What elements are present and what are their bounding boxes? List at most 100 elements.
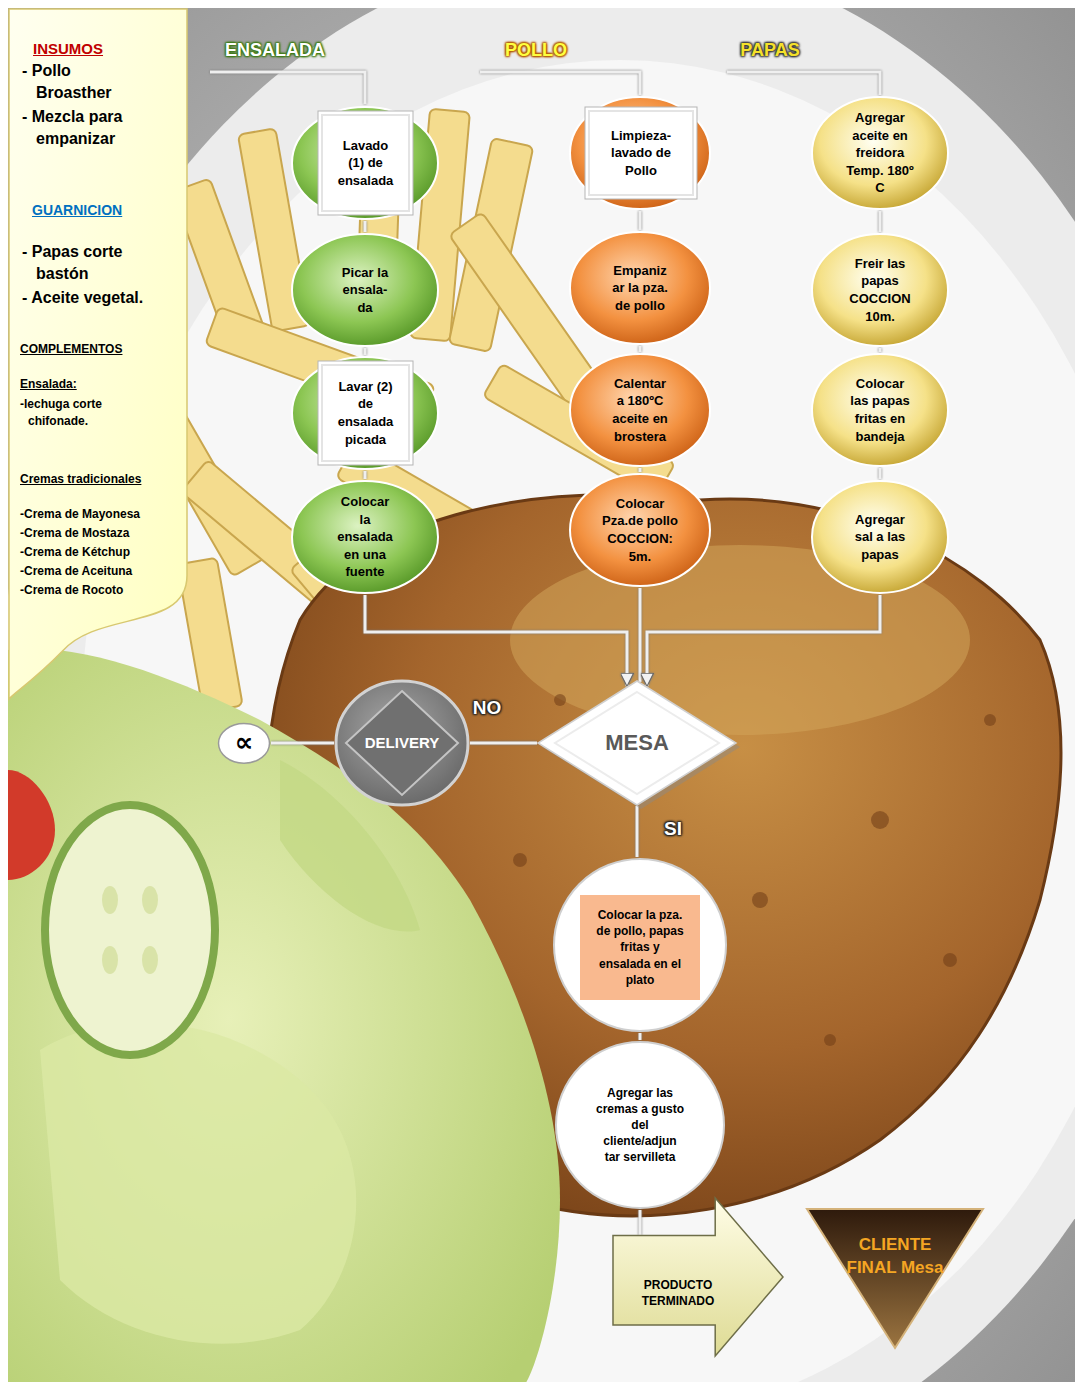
flow-connector: [879, 211, 882, 232]
flow-connector: [639, 588, 642, 682]
decision-diamond: MESA: [537, 680, 737, 806]
flow-connector: [647, 595, 880, 686]
node-text: Colocar Pza.de pollo COCCION: 5m.: [602, 495, 678, 565]
text-panel: [318, 361, 413, 465]
column-bracket: [727, 72, 880, 95]
salad: [8, 648, 560, 1382]
diamond-outline: [538, 681, 736, 805]
node-label: Agregar sal a las papas: [846, 511, 914, 564]
node-label: Agregar las cremas a gusto del cliente/a…: [595, 1085, 685, 1166]
circle-outline: [570, 232, 710, 344]
node-text: Agregar las cremas a gusto del cliente/a…: [595, 1085, 685, 1166]
node-text: Colocar la ensalada en una fuente: [334, 493, 396, 581]
text-panel: [580, 895, 700, 1000]
node-label: Freir las papas COCCION 10m.: [846, 255, 914, 325]
text-panel-bevel: [322, 115, 409, 211]
fried-chicken: [513, 853, 527, 867]
node-text: DELIVERY: [354, 733, 450, 753]
node-text: Agregar aceite en freidora Temp. 180º C: [846, 109, 914, 197]
plate: [8, 8, 1075, 1382]
flow-connector: [364, 221, 367, 232]
circle-outline: [570, 354, 710, 466]
text-panel-bevel: [322, 365, 409, 461]
node-shape: [810, 352, 950, 468]
fried-chicken: [554, 694, 566, 706]
node-label: PRODUCTO TERMINADO: [630, 1277, 726, 1309]
process-circle: Agregar las cremas a gusto del cliente/a…: [554, 1040, 726, 1210]
panel-text: -lechuga corte chifonade.: [20, 396, 158, 430]
diamond-bevel: [555, 692, 719, 794]
panel-text: -Crema de Kétchup: [20, 544, 185, 561]
node-text: Freir las papas COCCION 10m.: [846, 255, 914, 325]
terminal-triangle: CLIENTE FINAL Mesa: [805, 1207, 985, 1350]
node-text: Agregar sal a las papas: [846, 511, 914, 564]
panel-outline: [9, 9, 187, 699]
panel-text: -Crema de Rocoto: [20, 582, 185, 599]
node-label: DELIVERY: [354, 733, 450, 753]
panel-text: INSUMOS: [33, 38, 173, 59]
process-circle: Colocar las papas fritas en bandeja: [810, 352, 950, 468]
process-circle: Colocar la pza. de pollo, papas fritas y…: [552, 857, 728, 1033]
flow-connector: [470, 742, 537, 745]
node-text: CLIENTE FINAL Mesa: [840, 1234, 950, 1280]
node-label: ∝: [224, 725, 264, 760]
circle-outline: [570, 474, 710, 586]
connector-symbol: ∝: [217, 722, 271, 765]
salad: [142, 946, 158, 974]
flow-connector: [879, 468, 882, 479]
panel-text: COMPLEMENTOS: [20, 341, 175, 358]
node-label: Lavar (2) de ensalada picada: [333, 378, 399, 448]
panel-text: -Crema de Mostaza: [20, 525, 185, 542]
process-circle: Agregar sal a las papas: [810, 479, 950, 595]
fried-chicken: [824, 1034, 836, 1046]
process-circle: Calentar a 180ºC aceite en brostera: [568, 352, 712, 468]
node-label: Colocar las papas fritas en bandeja: [846, 375, 914, 445]
column-brackets: [210, 72, 880, 104]
fried-chicken: [752, 892, 768, 908]
circle-outline: [812, 481, 948, 593]
process-circle: Colocar Pza.de pollo COCCION: 5m.: [568, 472, 712, 588]
panel-text: GUARNICION: [32, 201, 172, 221]
node-label: Colocar la pza. de pollo, papas fritas y…: [593, 907, 687, 988]
node-text: Picar la ensala- da: [335, 264, 395, 317]
panel-text: - Pollo Broasther: [22, 60, 146, 105]
node-shape: [810, 232, 950, 348]
flow-connector: [271, 742, 334, 745]
node-text: PRODUCTO TERMINADO: [630, 1277, 726, 1309]
circle-outline: [292, 481, 438, 593]
node-text: MESA: [582, 728, 692, 758]
fried-chicken: [984, 714, 996, 726]
text-panel: [585, 107, 697, 199]
node-label: Colocar Pza.de pollo COCCION: 5m.: [602, 495, 678, 565]
panel-text: Cremas tradicionales: [20, 471, 180, 488]
node-label: Calentar a 180ºC aceite en brostera: [610, 375, 670, 445]
process-circle: Lavar (2) de ensalada picada: [290, 355, 440, 471]
node-text: Colocar las papas fritas en bandeja: [846, 375, 914, 445]
circle-outline: [812, 97, 948, 209]
circle-outline: [292, 234, 438, 346]
decision-circle: DELIVERY: [334, 679, 470, 807]
process-circle: Limpieza- lavado de Pollo: [568, 95, 712, 211]
column-bracket: [210, 72, 365, 104]
node-label: Limpieza- lavado de Pollo: [596, 127, 686, 180]
inner-diamond: [346, 691, 458, 795]
node-label: Lavado (1) de ensalada: [335, 137, 397, 190]
panel-text: -Crema de Aceituna: [20, 563, 185, 580]
salad: [102, 886, 158, 974]
photo: [8, 8, 1075, 1382]
circle-outline: [292, 357, 438, 469]
process-circle: Freir las papas COCCION 10m.: [810, 232, 950, 348]
flow-connector: [639, 346, 642, 352]
arrow-outline: [613, 1198, 783, 1356]
node-label: Agregar aceite en freidora Temp. 180º C: [846, 109, 914, 197]
edge-label: SI: [664, 818, 682, 840]
flow-connector: [639, 1210, 642, 1235]
oval-outline: [219, 723, 270, 763]
node-text: ∝: [224, 725, 264, 760]
flow-connector: [636, 806, 639, 857]
circle-outline: [812, 234, 948, 346]
process-circle: Lavado (1) de ensalada: [290, 105, 440, 221]
salad: [102, 886, 118, 914]
